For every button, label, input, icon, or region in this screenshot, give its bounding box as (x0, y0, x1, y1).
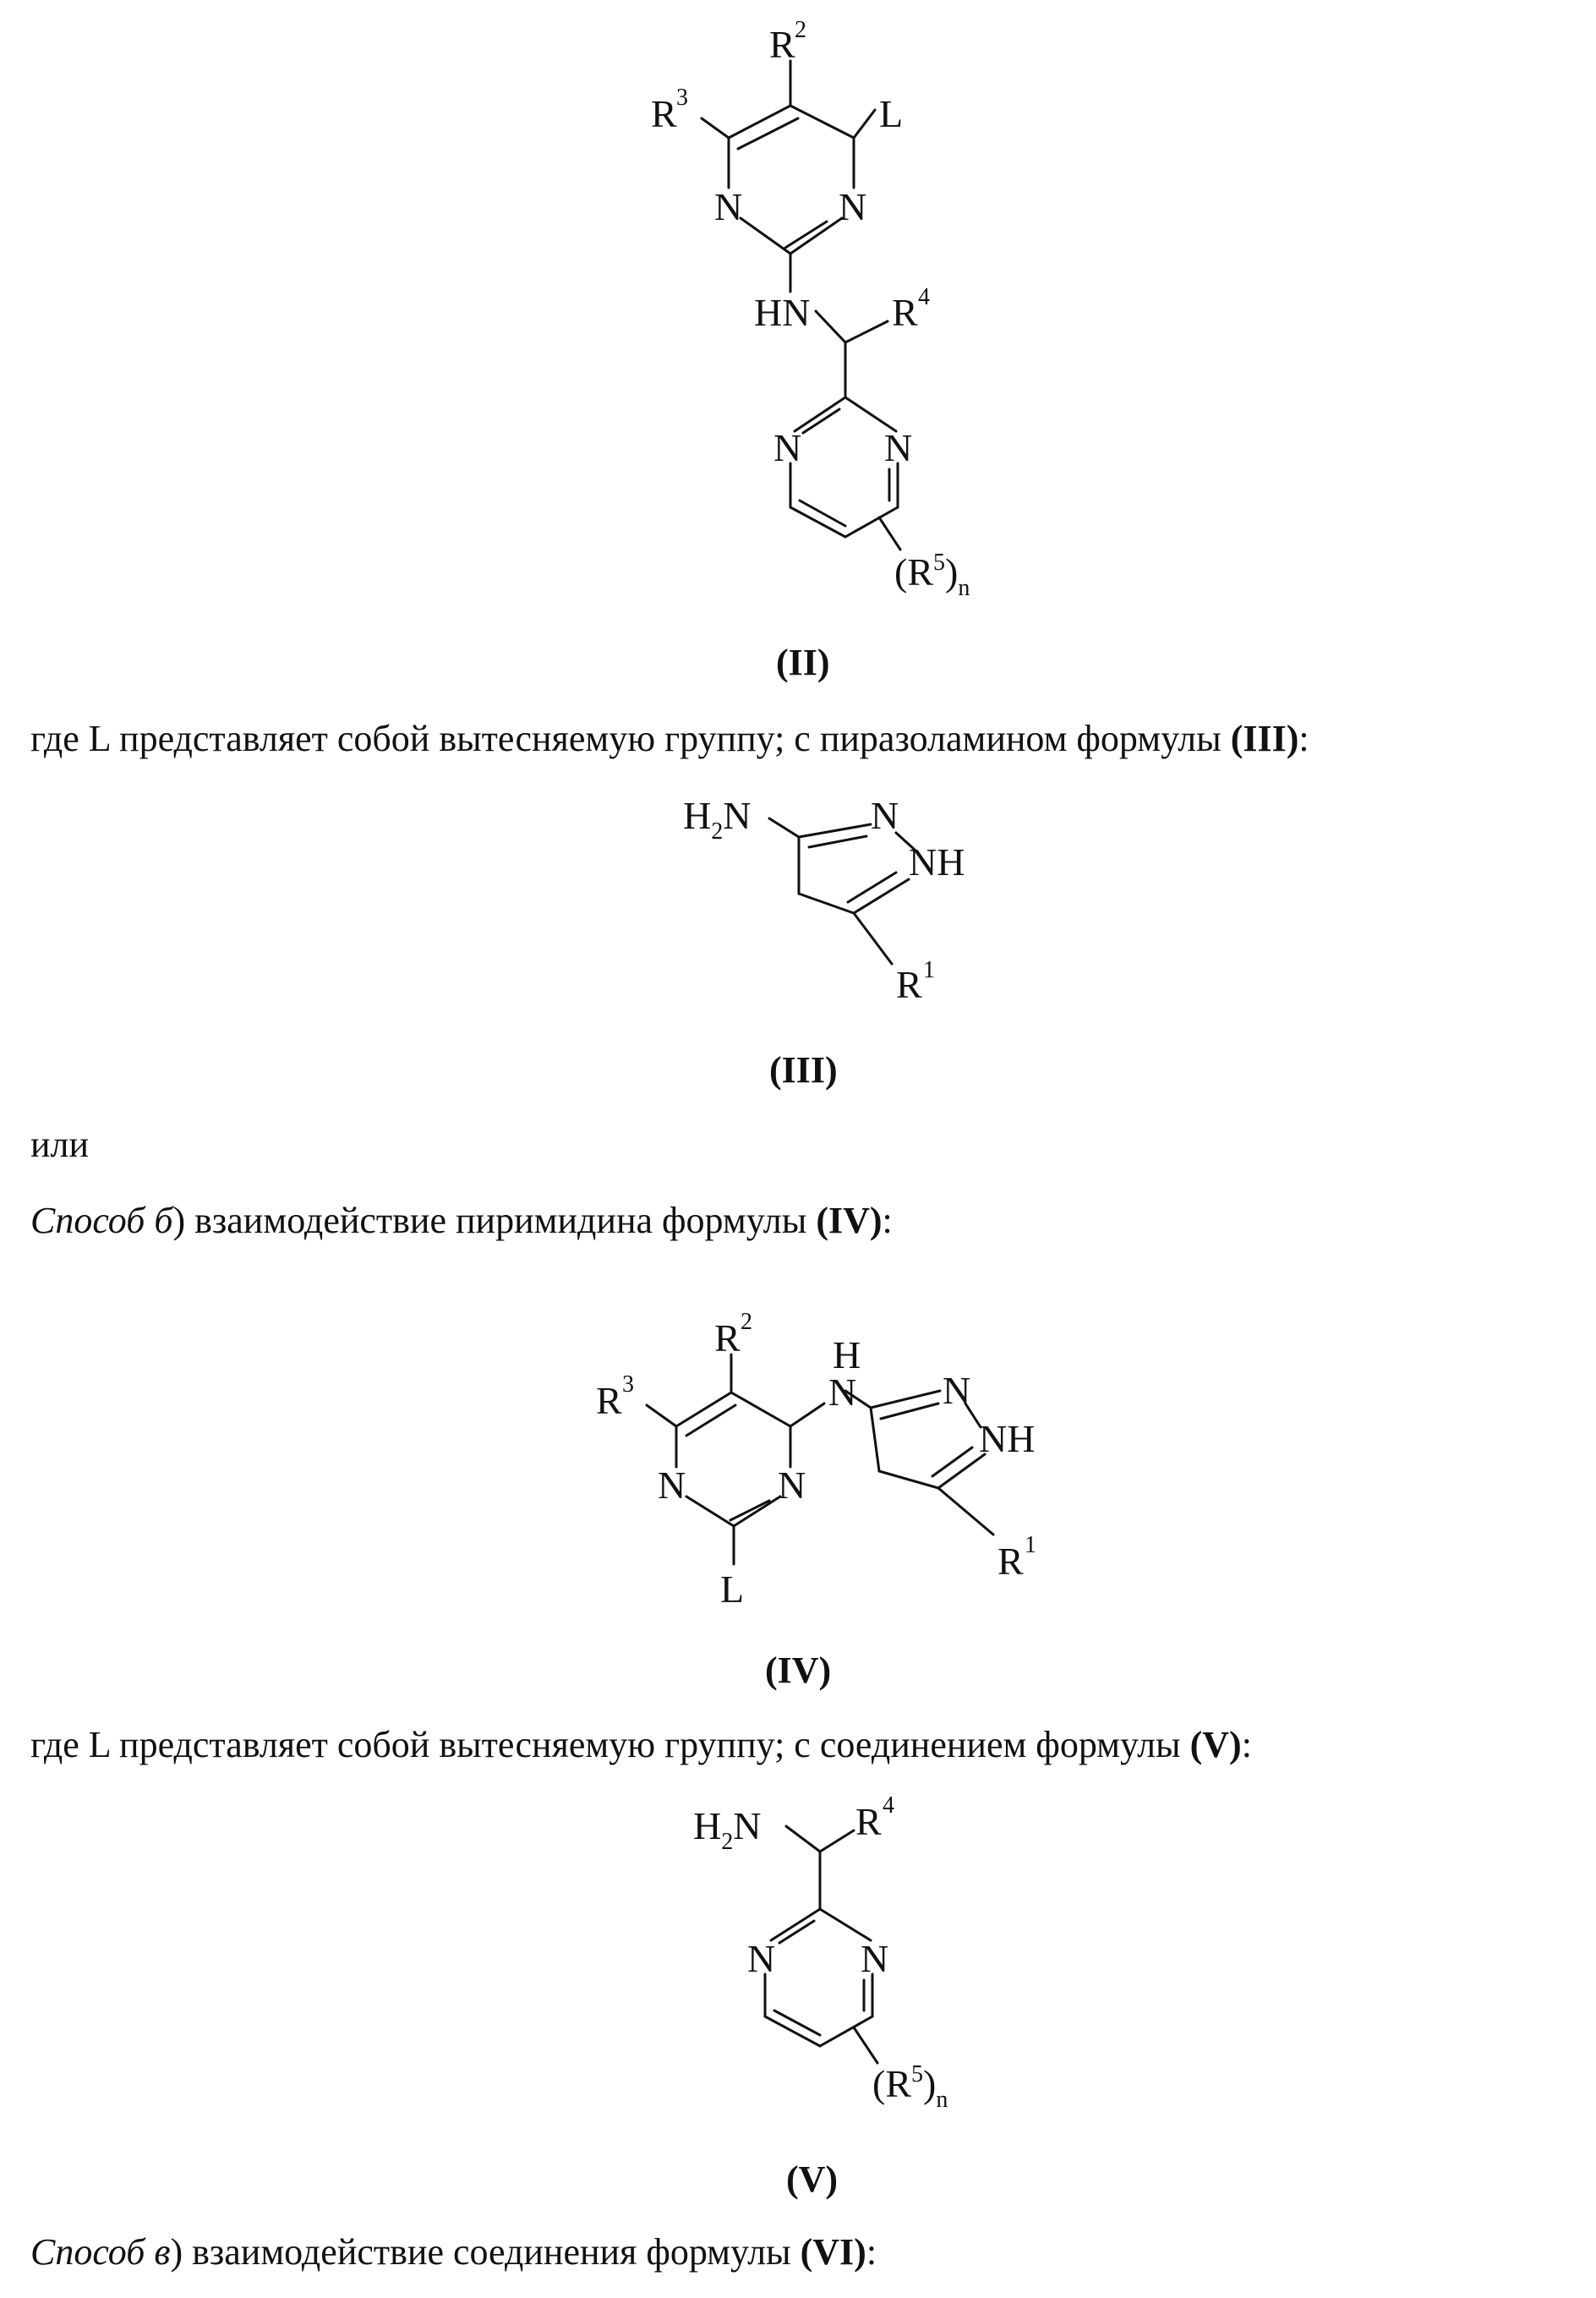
atom-r3: R (596, 1379, 622, 1422)
atom-r2: R (769, 23, 795, 66)
atom-n-pz: N (943, 1369, 970, 1412)
atom-r4: R (855, 1800, 882, 1843)
atom-n-left: N (658, 1464, 686, 1507)
text-line-4: где L представляет собой вытесняемую гру… (30, 1726, 1252, 1764)
atom-l: L (720, 1568, 744, 1611)
atom-n-left: N (714, 185, 742, 228)
structure-II: R 2 R 3 L N N HN R 4 N N (R5)n (0, 0, 1596, 651)
text-line-1-colon: : (1298, 718, 1309, 759)
atom-h2n: H2N (683, 794, 751, 845)
atom-n: N (871, 794, 899, 837)
label-V: (V) (786, 2158, 838, 2201)
ref-V: (V) (1190, 1724, 1242, 1765)
atom-h2n: H2N (693, 1804, 761, 1855)
atom-r4-sup: 4 (918, 284, 930, 310)
atom-r1-sup: 1 (923, 957, 935, 983)
atom-r1: R (998, 1540, 1024, 1583)
label-II: (II) (776, 641, 830, 684)
atom-n-right: N (861, 1937, 888, 1980)
text-line-5-colon: : (866, 2231, 877, 2273)
text-line-4-colon: : (1242, 1724, 1252, 1765)
atom-n-right: N (778, 1464, 806, 1507)
atom-hn: HN (754, 291, 810, 334)
structure-V: H2N R 4 N N (R5)n (0, 1784, 1596, 2164)
text-line-2: или (30, 1126, 89, 1163)
atom-r2-sup: 2 (795, 17, 806, 43)
ref-III: (III) (1231, 718, 1299, 759)
atom-r5-group: (R5)n (872, 2061, 948, 2113)
ref-VI: (VI) (801, 2231, 866, 2273)
text-line-3-colon: : (883, 1200, 893, 1241)
method-b-label: Способ б (30, 1200, 172, 1241)
atom-r3-sup: 3 (676, 85, 688, 111)
atom-r2-sup: 2 (741, 1309, 752, 1335)
structure-III: H2N N NH R 1 (0, 778, 1596, 1031)
atom-r2: R (714, 1316, 741, 1360)
atom-r1-sup: 1 (1025, 1532, 1036, 1558)
atom-n2-right: N (884, 426, 912, 469)
atom-l: L (879, 92, 903, 135)
atom-n-link: N (828, 1371, 856, 1414)
atom-nh-pz: NH (979, 1417, 1035, 1460)
atom-r4-sup: 4 (883, 1792, 894, 1819)
atom-nh: NH (909, 840, 965, 884)
ref-IV: (IV) (816, 1200, 882, 1241)
text-line-3: Способ б) взаимодействие пиримидина форм… (30, 1202, 893, 1239)
label-IV: (IV) (765, 1649, 831, 1692)
atom-n2-left: N (773, 426, 801, 469)
text-line-5: Способ в) взаимодействие соединения форм… (30, 2234, 877, 2271)
atom-r4: R (892, 291, 918, 334)
text-line-3-body: ) взаимодействие пиримидина формулы (172, 1200, 816, 1241)
atom-r5-group: (R5)n (894, 550, 970, 601)
method-v-label: Способ в (30, 2231, 170, 2273)
atom-r1: R (896, 963, 922, 1006)
atom-r3: R (651, 92, 677, 135)
structure-IV: R 2 R 3 H N N NH N N L R 1 (0, 1294, 1596, 1632)
atom-r3-sup: 3 (622, 1371, 634, 1398)
text-line-5-body: ) взаимодействие соединения формулы (170, 2231, 800, 2273)
text-line-4-body: где L представляет собой вытесняемую гру… (30, 1724, 1190, 1765)
label-III: (III) (769, 1048, 838, 1092)
atom-n-right: N (839, 185, 866, 228)
text-line-1: где L представляет собой вытесняемую гру… (30, 720, 1309, 758)
text-line-1-body: где L представляет собой вытесняемую гру… (30, 718, 1231, 759)
atom-n-left: N (747, 1937, 775, 1980)
